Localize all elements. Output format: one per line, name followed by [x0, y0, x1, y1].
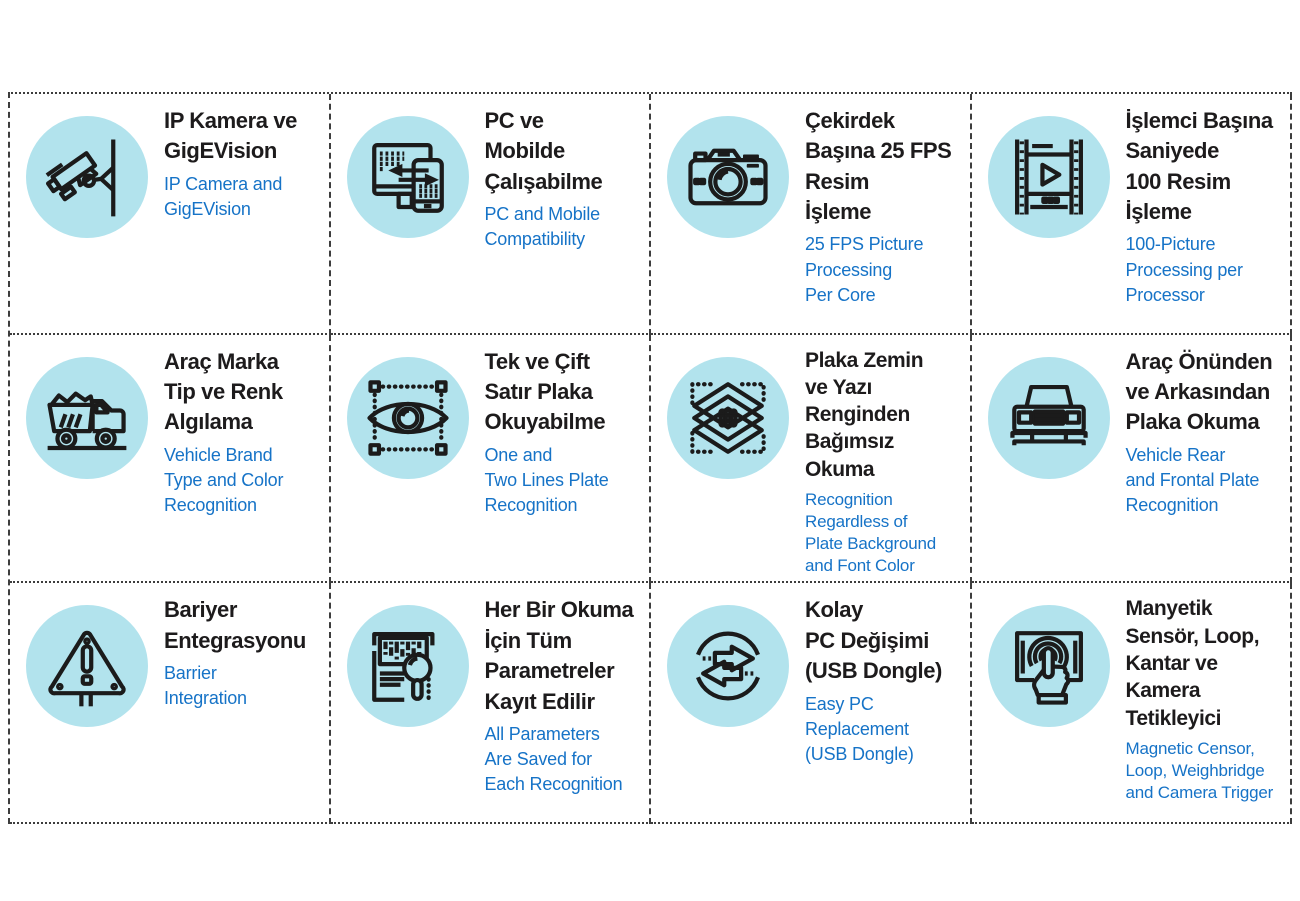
feature-cell-100-picture: İşlemci Başına Saniyede 100 Resim İşleme…	[971, 94, 1292, 335]
icon-badge	[26, 116, 148, 238]
feature-subtitle: One and Two Lines Plate Recognition	[484, 444, 609, 516]
feature-cell-ip-camera: IP Kamera ve GigEVision IP Camera and Gi…	[10, 94, 331, 335]
icon-badge	[346, 605, 469, 728]
touch-trigger-icon	[1014, 631, 1083, 706]
feature-cell-front-rear: Araç Önünden ve Arkasından Plaka Okuma V…	[971, 334, 1292, 584]
feature-subtitle: Barrier Integration	[164, 663, 247, 709]
dump-truck-icon	[47, 391, 127, 450]
feature-title: Plaka Zemin ve Yazı Renginden Bağımsız O…	[805, 348, 924, 481]
icon-badge	[346, 356, 469, 479]
feature-title: Manyetik Sensör, Loop, Kantar ve Kamera …	[1125, 597, 1260, 730]
feature-subtitle: PC and Mobile Compatibility	[484, 204, 601, 250]
feature-title: Araç Marka Tip ve Renk Algılama	[164, 348, 283, 435]
feature-cell-background-independent: Plaka Zemin ve Yazı Renginden Bağımsız O…	[651, 334, 972, 584]
feature-title: İşlemci Başına Saniyede 100 Resim İşleme	[1125, 108, 1274, 225]
feature-cell-usb-dongle: Kolay PC Değişimi (USB Dongle) Easy PC R…	[651, 583, 972, 824]
feature-subtitle: 100-Picture Processing per Processor	[1125, 234, 1243, 305]
eye-scan-icon	[366, 379, 449, 456]
feature-subtitle: Recognition Regardless of Plate Backgrou…	[805, 490, 936, 576]
feature-subtitle: IP Camera and GigEVision	[164, 173, 283, 219]
icon-badge	[987, 605, 1110, 728]
feature-cell-plate-lines: Tek ve Çift Satır Plaka Okuyabilme One a…	[330, 334, 651, 584]
icon-badge	[667, 605, 789, 728]
icon-badge	[987, 356, 1110, 479]
barrier-warning-icon	[48, 631, 126, 707]
icon-badge	[667, 116, 789, 238]
feature-title: PC ve Mobilde Çalışabilme	[484, 108, 603, 194]
icon-badge	[667, 356, 789, 479]
feature-cell-barrier: Bariyer Entegrasyonu Barrier Integration	[10, 583, 331, 824]
feature-subtitle: Magnetic Censor, Loop, Weighbridge and C…	[1125, 738, 1274, 803]
swap-arrows-icon	[696, 632, 760, 701]
icon-badge	[987, 116, 1110, 238]
icon-badge	[26, 605, 148, 728]
feature-title: Bariyer Entegrasyonu	[164, 597, 306, 653]
cctv-camera-icon	[45, 139, 116, 217]
feature-subtitle: All Parameters Are Saved for Each Recogn…	[484, 723, 623, 795]
feature-subtitle: Easy PC Replacement (USB Dongle)	[805, 693, 914, 764]
parameters-log-icon	[371, 632, 434, 703]
feature-title: Her Bir Okuma İçin Tüm Parametreler Kayı…	[484, 597, 634, 714]
feature-title: Araç Önünden ve Arkasından Plaka Okuma	[1125, 348, 1273, 435]
feature-cell-trigger: Manyetik Sensör, Loop, Kantar ve Kamera …	[971, 583, 1292, 824]
feature-title: Çekirdek Başına 25 FPS Resim İşleme	[805, 108, 952, 225]
feature-subtitle: Vehicle Brand Type and Color Recognition	[164, 444, 284, 516]
car-front-icon	[1009, 384, 1088, 445]
feature-cell-vehicle-brand: Araç Marka Tip ve Renk Algılama Vehicle …	[10, 334, 331, 584]
photo-camera-icon	[688, 148, 768, 206]
feature-subtitle: 25 FPS Picture Processing Per Core	[805, 234, 924, 305]
features-grid: IP Kamera ve GigEVision IP Camera and Gi…	[8, 92, 1292, 824]
layered-plates-icon	[690, 381, 766, 454]
feature-title: IP Kamera ve GigEVision	[164, 108, 298, 164]
icon-badge	[26, 356, 148, 479]
feature-title: Kolay PC Değişimi (USB Dongle)	[805, 597, 942, 684]
icon-badge	[346, 116, 469, 238]
feature-cell-25fps: Çekirdek Başına 25 FPS Resim İşleme 25 F…	[651, 94, 972, 335]
film-strip-icon	[1014, 139, 1083, 215]
feature-subtitle: Vehicle Rear and Frontal Plate Recogniti…	[1125, 444, 1260, 516]
feature-cell-parameters: Her Bir Okuma İçin Tüm Parametreler Kayı…	[330, 583, 651, 824]
feature-cell-pc-mobile: PC ve Mobilde Çalışabilme PC and Mobile …	[330, 94, 651, 335]
pc-and-mobile-icon	[371, 143, 444, 213]
feature-title: Tek ve Çift Satır Plaka Okuyabilme	[484, 348, 606, 435]
